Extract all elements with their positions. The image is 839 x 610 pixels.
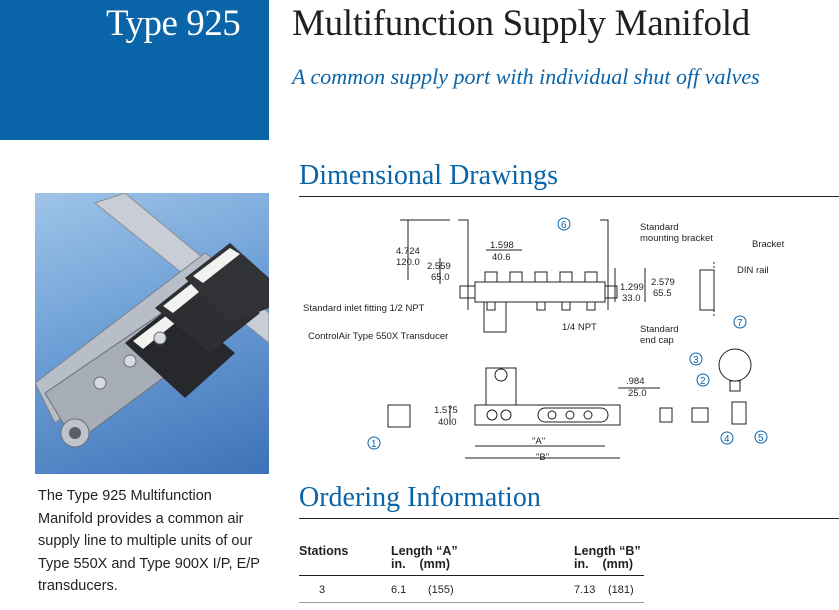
outlet-circle-4: [565, 410, 575, 420]
type-banner: Type 925: [0, 0, 269, 140]
port-5: [584, 271, 598, 283]
page-title: Multifunction Supply Manifold: [292, 3, 750, 44]
callout-1: 1: [371, 439, 377, 450]
label-transducer: ControlAir Type 550X Transducer: [308, 331, 448, 342]
port-2: [509, 271, 523, 283]
outlet-1: [486, 301, 496, 311]
table-header-length-b-in: in.: [574, 557, 589, 571]
row-1-a-in: 6.1: [391, 584, 407, 596]
fitting-2-shape: [659, 407, 673, 423]
ordering-section-rule: [299, 518, 839, 519]
outlet-3: [561, 301, 571, 311]
label-standard-bracket-2: mounting bracket: [640, 233, 713, 244]
label-inlet-fitting: Standard inlet fitting 1/2 NPT: [303, 303, 425, 314]
callout-6-circle: [557, 217, 571, 231]
outlet-circle-5: [583, 410, 593, 420]
table-header-length-a: Length “A” in. (mm): [391, 545, 458, 571]
din-rail-shape: [699, 269, 715, 311]
row-1-b-mm: (181): [608, 584, 634, 596]
table-header-length-a-units: in. (mm): [391, 558, 458, 571]
label-din-rail: DIN rail: [737, 265, 769, 276]
drawings-section-title: Dimensional Drawings: [299, 160, 558, 191]
dim-1575-in: 1.575: [434, 405, 458, 416]
dim-2559-mm: 65.0: [431, 272, 450, 283]
callout-2: 2: [700, 376, 706, 387]
transducer-shape: [483, 301, 507, 333]
table-header-rule: [299, 575, 644, 576]
dim-4724-in: 4.724: [396, 246, 420, 257]
callout-7: 7: [737, 318, 743, 329]
manifold-bar-top: [474, 281, 606, 303]
page-subtitle: A common supply port with individual shu…: [292, 64, 760, 89]
dim-984-mm: 25.0: [628, 388, 647, 399]
row-1-b-in: 7.13: [574, 584, 596, 596]
end-cap-shape: [604, 285, 618, 299]
dim-1598-mm: 40.6: [492, 252, 511, 263]
row-1-stations: 3: [319, 584, 326, 596]
outlet-2: [536, 301, 546, 311]
outlet-circle-2: [500, 409, 512, 421]
callout-6: 6: [561, 220, 567, 231]
label-quarter-npt: 1/4 NPT: [562, 322, 597, 333]
table-header-stations: Stations: [299, 544, 349, 558]
callout-4-circle: [720, 431, 734, 445]
table-header-length-b-units: in. (mm): [574, 558, 641, 571]
dimensional-drawing: 6 7 1 2 3 4 5 Standard mounting bracket …: [303, 217, 785, 463]
row-1-a-mm: (155): [428, 584, 454, 596]
outlet-4: [586, 301, 596, 311]
drawings-section-rule: [299, 196, 839, 197]
fitting-1-shape: [387, 404, 411, 428]
dim-2559-in: 2.559: [427, 261, 451, 272]
table-header-length-a-label: Length “A”: [391, 544, 458, 558]
label-length-a: "A": [532, 436, 545, 447]
label-end-cap-1: Standard: [640, 324, 679, 335]
type-label: Type 925: [106, 3, 241, 44]
outlet-circle-3: [547, 410, 557, 420]
callout-1-circle: [367, 436, 381, 450]
manifold-bar-bottom: [474, 404, 621, 426]
dim-1299-mm: 33.0: [622, 293, 641, 304]
table-header-length-b-label: Length “B”: [574, 544, 641, 558]
table-header-length-a-in: in.: [391, 557, 406, 571]
mounting-bracket-left: [458, 219, 469, 310]
callout-7-circle: [733, 315, 747, 329]
fitting-5-shape: [731, 401, 747, 425]
callout-2-circle: [696, 373, 710, 387]
label-length-b: "B": [536, 452, 549, 463]
transducer-top-view: [485, 367, 517, 406]
dim-4724-mm: 120.0: [396, 257, 420, 268]
gauge-stem: [729, 380, 741, 392]
callout-3-circle: [689, 352, 703, 366]
gauge-shape: [718, 348, 752, 382]
outlet-circle-1: [486, 409, 498, 421]
port-4: [559, 271, 573, 283]
table-header-length-a-mm: (mm): [419, 557, 451, 571]
table-header-length-b-mm: (mm): [602, 557, 634, 571]
dim-1598-in: 1.598: [490, 240, 514, 251]
port-1: [484, 271, 498, 283]
label-standard-bracket-1: Standard: [640, 222, 679, 233]
fitting-4-shape: [691, 407, 709, 423]
callout-5-circle: [754, 430, 768, 444]
product-description: The Type 925 Multifunction Manifold prov…: [38, 488, 260, 594]
transducer-gauge: [494, 368, 508, 382]
outlet-slot: [537, 407, 609, 423]
product-photo: [35, 193, 269, 474]
table-header-length-b: Length “B” in. (mm): [574, 545, 641, 571]
callout-3: 3: [693, 355, 699, 366]
ordering-section-title: Ordering Information: [299, 482, 541, 513]
port-3: [534, 271, 548, 283]
dim-1299-in: 1.299: [620, 282, 644, 293]
dim-984-in: .984: [626, 376, 645, 387]
callout-4: 4: [724, 434, 730, 445]
label-bracket: Bracket: [752, 239, 785, 250]
manifold-photo-illustration: [35, 193, 269, 448]
dim-2579-mm: 65.5: [653, 288, 672, 299]
dim-2579-in: 2.579: [651, 277, 675, 288]
callout-5: 5: [758, 433, 764, 444]
dim-1575-mm: 40.0: [438, 417, 457, 428]
mounting-bracket-right: [600, 219, 609, 310]
label-end-cap-2: end cap: [640, 335, 674, 346]
table-row-rule: [299, 602, 644, 603]
